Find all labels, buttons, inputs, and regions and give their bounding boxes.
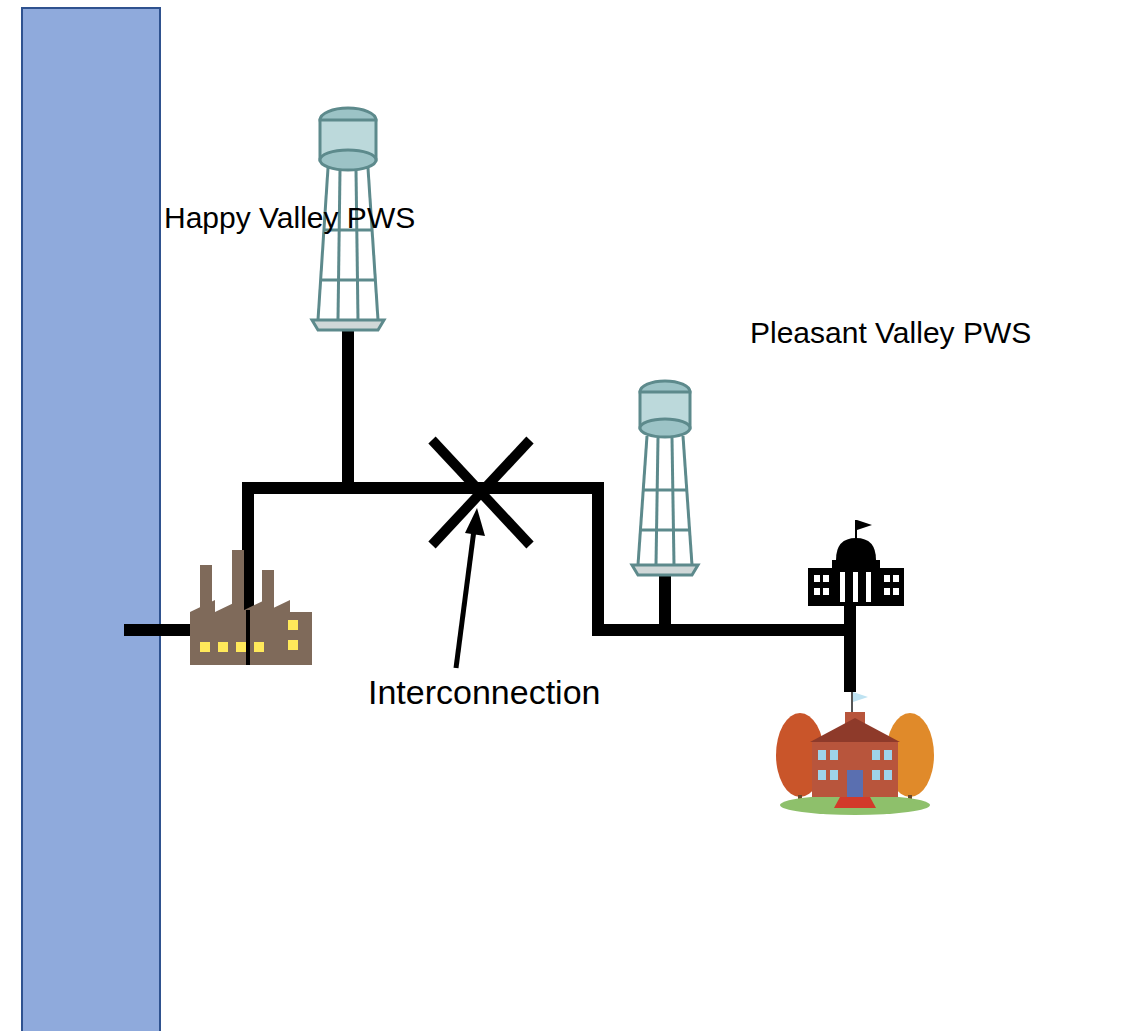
label-text: Interconnection [368,674,601,711]
interconnection-mark [432,440,530,545]
leader-arrow [456,508,485,668]
government-building [808,520,904,606]
school-building [776,692,934,815]
water-main [124,330,850,692]
river [22,8,160,1031]
label-text: Pleasant Valley PWS [750,316,1031,349]
treatment-plant [190,550,312,665]
water-tower [632,381,698,575]
label-text: Happy Valley PWS [164,201,415,234]
